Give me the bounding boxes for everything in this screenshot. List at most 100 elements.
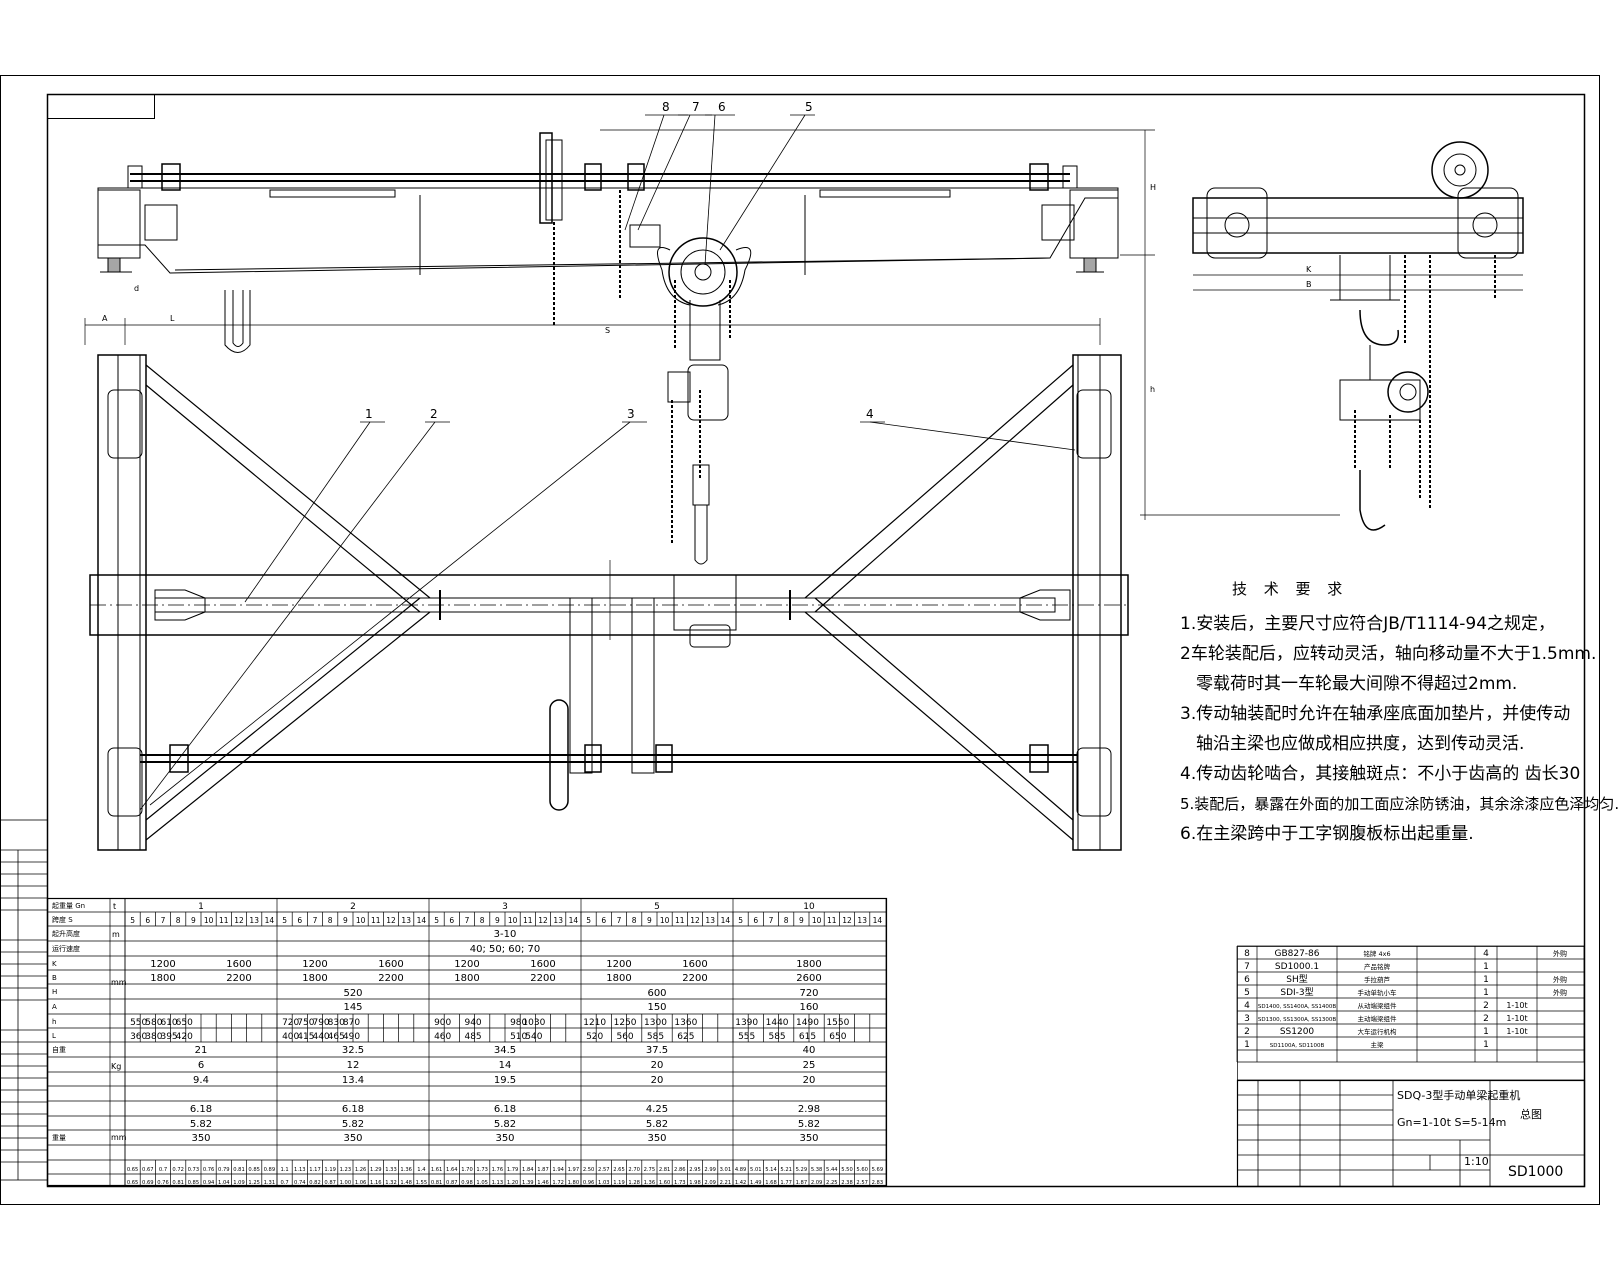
- span-value: 13: [857, 916, 867, 925]
- cell-row-j: 0.85: [188, 1180, 200, 1186]
- cell-row-j: 0.81: [172, 1180, 184, 1186]
- callout-2: 2: [430, 407, 438, 421]
- cell-h: 1300: [644, 1018, 667, 1028]
- note-2b: 零载荷时其一车轮最大间隙不得超过2mm.: [1196, 674, 1518, 694]
- cell-weight_b: 14: [499, 1060, 512, 1071]
- cell-L: 460: [434, 1032, 451, 1042]
- cell-row_g: 5.82: [494, 1119, 516, 1130]
- parts-code: SD1000.1: [1275, 962, 1319, 972]
- cell-h: 830: [328, 1018, 345, 1028]
- cell-row_g: 5.82: [342, 1119, 364, 1130]
- cell-row_f: 6.18: [494, 1104, 516, 1115]
- parts-code: SD1400, SS1400A, SS1400B: [1258, 1004, 1336, 1010]
- drawing-number: SD1000: [1508, 1164, 1563, 1180]
- note-4: 4.传动齿轮啮合，其接触斑点：不小于齿高的 齿长30: [1180, 764, 1581, 784]
- parts-name: 大车运行机构: [1358, 1027, 1398, 1036]
- cell-row-i: 0.73: [188, 1167, 200, 1173]
- cell-B: 1800: [454, 973, 479, 984]
- cell-weight_b: 6: [198, 1060, 204, 1071]
- cell-row-j: 0.87: [324, 1180, 336, 1186]
- cell-row-i: 5.14: [765, 1167, 777, 1173]
- side-view: [1192, 141, 1524, 531]
- parts-qty: 1: [1483, 975, 1489, 985]
- cell-row_h: 350: [799, 1133, 818, 1144]
- cell-row-j: 1.25: [248, 1180, 260, 1186]
- cell-K: 1200: [302, 959, 327, 970]
- note-1: 1.安装后，主要尺寸应符合JB/T1114-94之规定，: [1180, 614, 1556, 634]
- cell-L: 440: [312, 1032, 329, 1042]
- callout-7: 7: [692, 100, 700, 114]
- span-value: 7: [161, 916, 166, 925]
- cell-row-i: 0.7: [159, 1167, 167, 1173]
- cell-A: 150: [647, 1002, 666, 1013]
- cell-row-i: 1.17: [309, 1167, 321, 1173]
- cell-row-j: 1.31: [264, 1180, 276, 1186]
- cell-weight_c: 13.4: [342, 1075, 364, 1086]
- callout-6: 6: [718, 100, 726, 114]
- svg-text:K: K: [1306, 265, 1312, 274]
- span-value: 7: [465, 916, 470, 925]
- cell-h: 1490: [796, 1018, 819, 1028]
- span-value: 14: [417, 916, 427, 925]
- parts-note: 外购: [1553, 988, 1567, 997]
- note-2: 2车轮装配后，应转动灵活，轴向移动量不大于1.5mm.: [1180, 644, 1597, 664]
- cell-h: 610: [160, 1018, 177, 1028]
- cell-B: 2200: [226, 973, 251, 984]
- cell-row_h: 350: [495, 1133, 514, 1144]
- cell-row-j: 1.04: [218, 1180, 230, 1186]
- parts-note: 外购: [1553, 949, 1567, 958]
- cell-row-j: 1.13: [492, 1180, 504, 1186]
- parts-qty: 1: [1483, 988, 1489, 998]
- cell-row-i: 0.67: [142, 1167, 154, 1173]
- span-value: 12: [690, 916, 700, 925]
- cell-row-j: 0.69: [142, 1180, 154, 1186]
- span-value: 7: [617, 916, 622, 925]
- cell-L: 420: [176, 1032, 193, 1042]
- cell-weight_c: 19.5: [494, 1075, 516, 1086]
- parts-name: 产品铭牌: [1364, 962, 1391, 971]
- span-value: 14: [873, 916, 883, 925]
- cell-row-i: 1.33: [385, 1167, 397, 1173]
- parts-code: GB827-86: [1274, 949, 1319, 959]
- cell-L: 510: [510, 1032, 527, 1042]
- cell-h: 1250: [614, 1018, 637, 1028]
- parts-code: SS1200: [1280, 1027, 1315, 1037]
- cell-row-i: 1.79: [507, 1167, 519, 1173]
- cell-K: 1800: [796, 959, 821, 970]
- parts-weight: 1-10t: [1506, 1027, 1527, 1036]
- span-value: 8: [176, 916, 181, 925]
- cell-h: 550: [130, 1018, 147, 1028]
- parts-qty: 1: [1483, 962, 1489, 972]
- row-label: L: [52, 1032, 56, 1040]
- parts-no: 4: [1244, 1001, 1250, 1011]
- span-value: 11: [371, 916, 381, 925]
- cell-K: 1200: [454, 959, 479, 970]
- parts-code: SD1100A, SD1100B: [1270, 1043, 1325, 1049]
- main-beam-elevation: [97, 187, 1119, 274]
- cell-h: 1210: [583, 1018, 606, 1028]
- parts-no: 5: [1244, 988, 1250, 998]
- cell-row-j: 1.49: [750, 1180, 762, 1186]
- cell-L: 625: [677, 1032, 694, 1042]
- cell-row-i: 2.50: [583, 1167, 595, 1173]
- row-label: A: [52, 1003, 57, 1011]
- row-label: 起升高度: [52, 929, 80, 938]
- span-value: 6: [297, 916, 302, 925]
- span-value: 10: [356, 916, 366, 925]
- cell-H: 600: [647, 988, 666, 999]
- cell-H: 520: [343, 988, 362, 999]
- cell-row_h: 350: [191, 1133, 210, 1144]
- cell-row-i: 2.57: [598, 1167, 610, 1173]
- parts-no: 3: [1244, 1014, 1250, 1024]
- front-elevation-view: [84, 114, 1340, 565]
- cell-row-j: 1.19: [613, 1180, 625, 1186]
- parts-qty: 4: [1483, 949, 1489, 959]
- cell-B: 2200: [530, 973, 555, 984]
- cell-row-j: 1.68: [765, 1180, 777, 1186]
- cell-weight_a: 37.5: [646, 1045, 668, 1056]
- cell-row_f: 6.18: [190, 1104, 212, 1115]
- cell-row-i: 0.79: [218, 1167, 230, 1173]
- parts-no: 1: [1244, 1040, 1250, 1050]
- cell-row-j: 0.76: [157, 1180, 169, 1186]
